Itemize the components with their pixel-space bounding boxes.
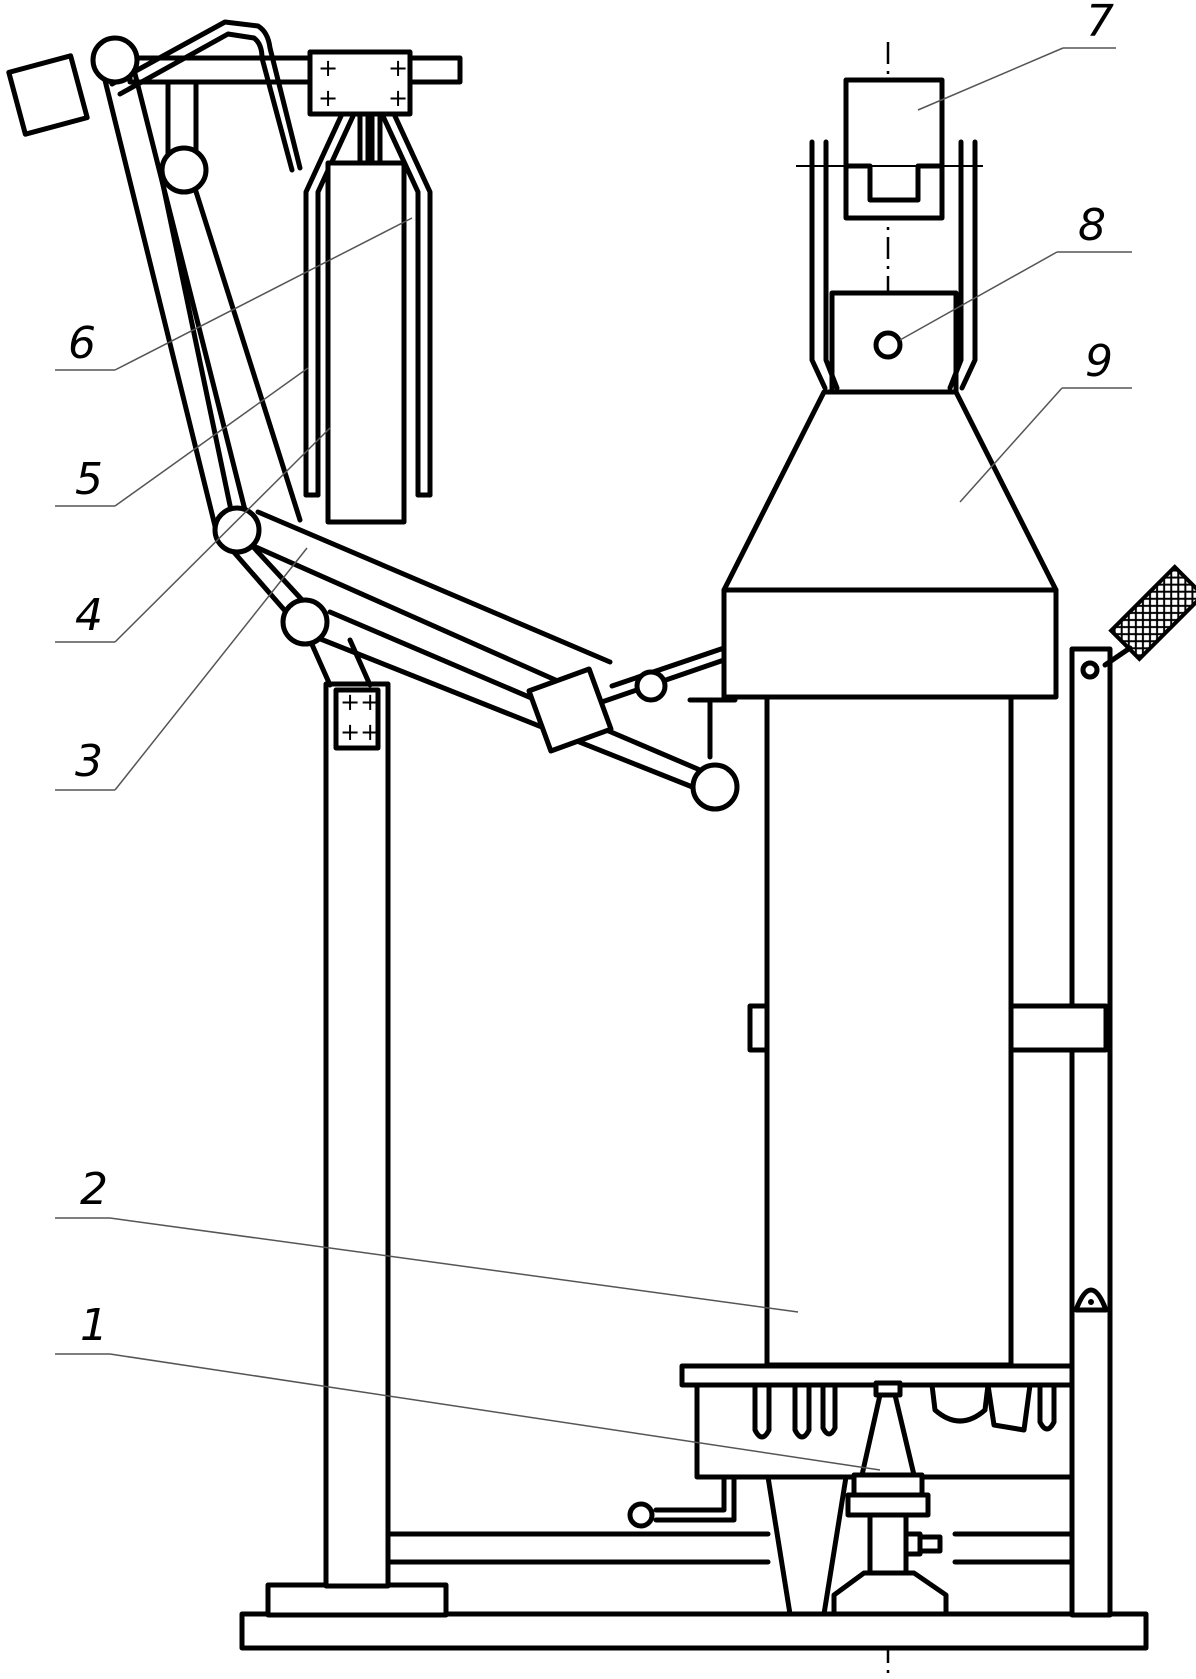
conical-head [721, 389, 1059, 700]
left-column: ++ ++ [265, 681, 449, 1618]
pin-icon [873, 330, 903, 360]
svg-text:8: 8 [1078, 200, 1106, 251]
svg-text:+: + [388, 54, 408, 82]
label-9: 9 [959, 336, 1132, 503]
hanger-assembly [303, 111, 433, 525]
right-upright [1069, 646, 1113, 1618]
svg-text:7: 7 [1086, 0, 1114, 47]
counterweight-top [6, 53, 90, 137]
label-6: 6 [55, 217, 413, 371]
svg-text:5: 5 [75, 454, 103, 505]
tie-rods [385, 1531, 1075, 1565]
upper-frame: + + + + [127, 49, 463, 165]
label-8: 8 [899, 200, 1132, 341]
counterweight-arm [526, 666, 614, 754]
burner [831, 1380, 949, 1617]
svg-text:+: + [318, 84, 338, 112]
svg-text:++: ++ [340, 718, 380, 746]
svg-text:9: 9 [1085, 336, 1113, 387]
label-1: 1 [55, 1300, 881, 1471]
top-assembly [796, 77, 983, 395]
label-3: 3 [55, 547, 308, 791]
svg-text:+: + [318, 54, 338, 82]
label-4: 4 [55, 427, 331, 643]
label-5: 5 [55, 367, 309, 507]
vessel-body [764, 694, 1014, 1368]
bent-wire-inner [117, 31, 295, 173]
svg-text:3: 3 [75, 736, 103, 787]
label-7: 7 [917, 0, 1116, 111]
joints [90, 35, 740, 812]
arm-links [97, 51, 738, 793]
valve-handle [627, 1474, 737, 1529]
svg-text:1: 1 [80, 1300, 108, 1351]
svg-text:2: 2 [80, 1164, 108, 1215]
bent-wire [109, 19, 303, 171]
handle-lever [1102, 564, 1196, 668]
label-2: 2 [55, 1164, 799, 1313]
svg-text:4: 4 [75, 590, 103, 641]
svg-text:6: 6 [68, 318, 96, 369]
base-plate [239, 1611, 1149, 1651]
svg-text:++: ++ [340, 688, 380, 716]
svg-text:+: + [388, 84, 408, 112]
